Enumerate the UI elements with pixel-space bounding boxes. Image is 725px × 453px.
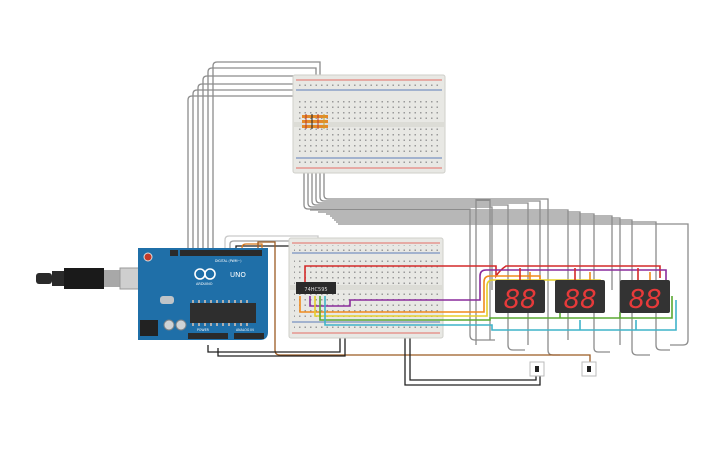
uno-label: UNO (230, 271, 246, 279)
display-1: 88 (495, 280, 545, 315)
display-3-digits: 88 (628, 285, 661, 315)
arduino-to-breadboard-wires (207, 235, 591, 386)
display-1-digits: 88 (503, 285, 536, 315)
display-3: 88 (620, 280, 670, 315)
usb-plug-icon (36, 273, 52, 284)
colored-wires (299, 265, 677, 331)
ic-label: 74HC595 (304, 287, 327, 293)
analog-pins-label: ANALOG IN (236, 328, 254, 332)
digital-pins-label: DIGITAL (PWM~) (215, 259, 241, 263)
arduino-uno-board: UNO ARDUINO DIGITAL (PWM~) POWER ANALOG … (36, 248, 268, 340)
display-2: 88 (555, 280, 605, 315)
push-button-1 (529, 361, 545, 377)
push-button-2 (581, 361, 597, 377)
reset-button-icon (143, 252, 153, 262)
breadboard-top (292, 74, 446, 174)
shift-register-ic: 74HC595 (296, 282, 336, 294)
resistor-array (302, 114, 328, 129)
gray-wire-bundle-top (187, 61, 321, 250)
breadboard-bottom (288, 237, 444, 339)
power-pins-label: POWER (197, 328, 210, 332)
arduino-logo: UNO ARDUINO (194, 268, 246, 286)
arduino-brand-label: ARDUINO (196, 282, 213, 286)
display-2-digits: 88 (563, 285, 596, 315)
